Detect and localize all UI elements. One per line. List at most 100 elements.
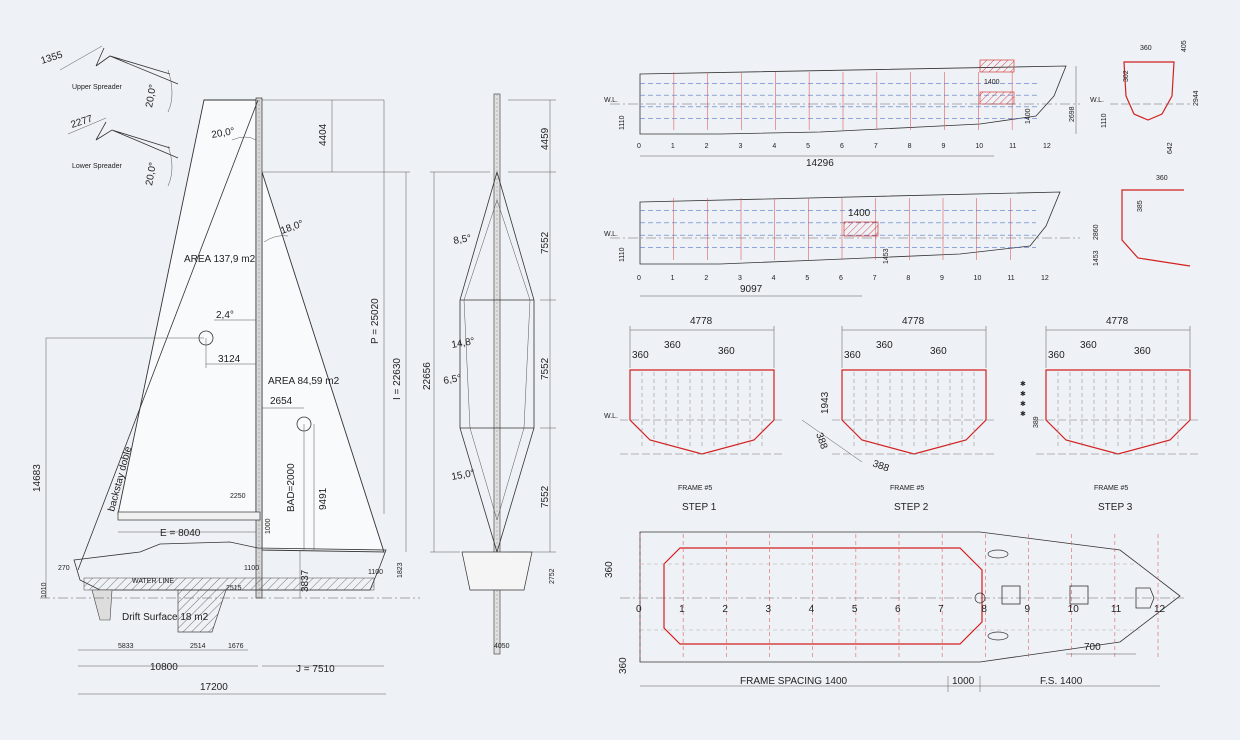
step-dim-3: 360 (1134, 346, 1151, 357)
step-dim-1: 360 (844, 350, 861, 361)
p-label: P = 25020 (370, 298, 381, 344)
step-dim-1: 360 (1048, 350, 1065, 361)
jib-head-angle: 18,0° (279, 218, 305, 236)
s2-1453: 1453 (1093, 250, 1100, 266)
frame-number: 0 (637, 143, 641, 150)
deck-frame-number: 1 (679, 604, 685, 615)
step-dim-1: 360 (632, 350, 649, 361)
deck-frame-number: 4 (809, 604, 815, 615)
frame-number: 8 (906, 275, 910, 282)
p2-wl: W.L. (604, 231, 618, 238)
deck-frame-number: 6 (895, 604, 901, 615)
step-title: STEP 2 (894, 502, 929, 513)
frame-number: 5 (806, 143, 810, 150)
dim-7552-a: 7552 (540, 231, 551, 254)
svg-text:✱: ✱ (1020, 390, 1026, 398)
s2-2860: 2860 (1093, 224, 1100, 240)
hull-front (461, 551, 533, 591)
dim-22656: 22656 (422, 362, 433, 390)
s2-360: 360 (1156, 175, 1168, 182)
dim-1000: 1000 (265, 518, 272, 534)
deck-360-a: 360 (604, 561, 615, 578)
lower-spreader-label: Lower Spreader (72, 163, 122, 170)
dim-4404: 4404 (318, 123, 329, 146)
deck-360-b: 360 (618, 657, 629, 674)
dim-270: 270 (58, 565, 70, 572)
frame-number: 9 (940, 275, 944, 282)
drift-surface-label: Drift Surface 18 m2 (122, 612, 209, 623)
waterline-label: WATER LINE (132, 578, 174, 585)
dim-1100a: 1100 (244, 565, 259, 572)
s1-302: 302 (1123, 70, 1130, 82)
p1-wl-height: 1110 (619, 115, 626, 130)
sail-plan: WATER LINE AREA 137,9 m2 AREA 84,59 m2 b… (32, 97, 420, 695)
step-width: 4778 (690, 316, 713, 327)
dim-4050: 4050 (494, 643, 510, 650)
frame-number: 10 (975, 143, 983, 150)
dim-1100b: 1100 (368, 569, 383, 576)
frame-number: 3 (739, 143, 743, 150)
upper-spreader-angle: 20,0° (144, 83, 159, 108)
boom (117, 511, 261, 521)
s1-360: 360 (1140, 45, 1152, 52)
s1-wl: W.L. (1090, 97, 1104, 104)
jib-area-label: AREA 84,59 m2 (268, 376, 340, 387)
main-head-angle: 20,0° (211, 126, 236, 141)
frame-number: 6 (840, 143, 844, 150)
deck-frame-number: 2 (722, 604, 728, 615)
frame-number: 10 (974, 275, 982, 282)
frame-number: 3 (738, 275, 742, 282)
lower-spreader-detail: 2277 Lower Spreader 20,0° (67, 113, 179, 187)
step-1943: 1943 (820, 391, 831, 414)
frame-number: 2 (705, 143, 709, 150)
p2-1400: 1400 (848, 208, 871, 219)
p1-wl: W.L. (604, 97, 618, 104)
upper-spreader-length: 1355 (40, 49, 65, 66)
frame-number: 7 (873, 275, 877, 282)
dim-10800: 10800 (150, 662, 178, 673)
lower-spreader-angle: 20,0° (144, 161, 159, 186)
j-label: J = 7510 (296, 664, 335, 675)
s1-2944: 2944 (1193, 90, 1200, 106)
mast-angle-150: 15,0° (451, 468, 476, 483)
dim-1823: 1823 (397, 562, 404, 578)
frame-number: 9 (942, 143, 946, 150)
step-dim-3: 360 (718, 346, 735, 357)
p1-length: 14296 (806, 158, 834, 169)
step-389: 389 (1033, 416, 1040, 428)
dim-17200: 17200 (200, 682, 228, 693)
mast-angle-65: 6,5° (443, 373, 463, 387)
step-title: STEP 3 (1098, 502, 1133, 513)
frame-number: 8 (908, 143, 912, 150)
step-dim-3: 360 (930, 346, 947, 357)
frame-number: 4 (772, 275, 776, 282)
frame-number: 5 (805, 275, 809, 282)
dim-2514: 2514 (190, 643, 206, 650)
mid-angle: 2,4° (216, 310, 234, 321)
dim-3124: 3124 (218, 354, 241, 365)
deck-frame-number: 5 (852, 604, 858, 615)
p2-1453: 1453 (883, 248, 890, 264)
s2-385: 385 (1137, 200, 1144, 212)
deck-frame-number: 10 (1068, 604, 1080, 615)
keel (177, 589, 227, 633)
dim-7552-c: 7552 (540, 485, 551, 508)
e-label: E = 8040 (160, 528, 201, 539)
step-wl: W.L. (604, 413, 618, 420)
dim-1010: 1010 (41, 582, 48, 598)
deck-frame-number: 3 (766, 604, 772, 615)
p1-2698: 2698 (1069, 106, 1076, 122)
dim-2654: 2654 (270, 396, 293, 407)
frame-number: 2 (704, 275, 708, 282)
frame-number: 12 (1043, 143, 1051, 150)
step-dim-2: 360 (664, 340, 681, 351)
frame-number: 11 (1009, 143, 1016, 150)
p2-wl-height: 1110 (619, 247, 626, 262)
dim-2250: 2250 (230, 493, 246, 500)
frame-number: 12 (1041, 275, 1049, 282)
s1-405: 405 (1181, 40, 1188, 52)
